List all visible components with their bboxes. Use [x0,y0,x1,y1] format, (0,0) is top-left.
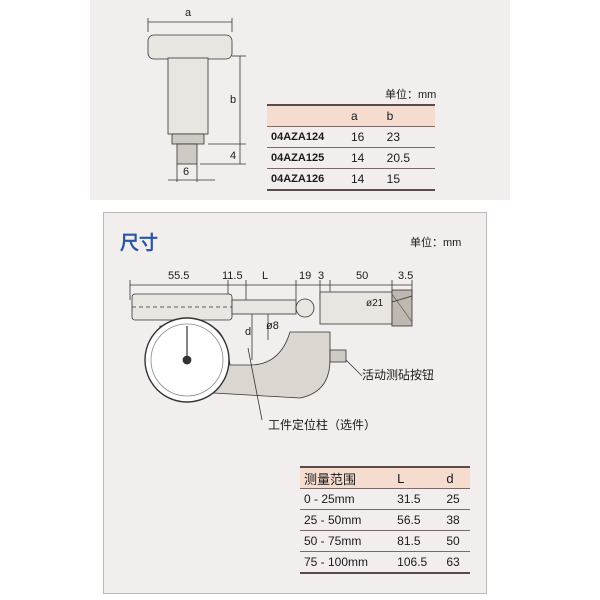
dim-phi8-label: ø8 [266,320,279,332]
value-cell: 81.5 [393,530,443,552]
value-cell: 14 [347,147,383,169]
range-cell: 25 - 50mm [300,509,394,531]
anvil-spec-table: a b 04AZA124 16 23 04AZA125 14 20.5 04AZ… [267,104,435,191]
dim-11-label: 11.5 [222,270,243,282]
dim-L-label: L [262,270,269,282]
table-row: 04AZA126 14 15 [267,168,435,191]
dim-35-label: 3.5 [398,270,414,282]
top-unit-label: 单位：mm [385,89,437,101]
value-cell: 15 [382,168,435,191]
table-row: 04AZA124 16 23 [267,126,435,148]
dim-19-label: 19 [299,270,312,282]
value-cell: 31.5 [393,488,443,510]
value-cell: 25 [442,488,470,510]
dim-phi21-label: ø21 [366,298,384,309]
header-cell: d [442,466,470,489]
value-cell: 50 [442,530,470,552]
table-row: 25 - 50mm 56.5 38 [300,509,470,531]
dim-6-label: 6 [183,166,190,178]
dim-3-label: 3 [318,270,325,282]
anvil-head [147,34,233,60]
table-header-row: a b [267,104,435,127]
anvil-tip [176,143,198,165]
value-cell: 20.5 [382,147,435,169]
range-cell: 0 - 25mm [300,488,394,510]
anvil-stem [167,57,209,135]
anvil-collar [171,133,205,145]
value-cell: 16 [347,126,383,148]
dim-4-label: 4 [230,150,237,162]
range-table: 测量范围 L d 0 - 25mm 31.5 25 25 - 50mm 56.5… [300,466,470,574]
dim-55-label: 55.5 [168,270,190,282]
dim-50-label: 50 [356,270,369,282]
model-cell: 04AZA126 [267,168,347,191]
model-cell: 04AZA125 [267,147,347,169]
header-cell [267,104,347,127]
dim-a-label: a [185,7,192,19]
range-cell: 50 - 75mm [300,530,394,552]
range-cell: 75 - 100mm [300,551,394,574]
table-row: 04AZA125 14 20.5 [267,147,435,169]
table-header-row: 测量范围 L d [300,466,470,489]
value-cell: 56.5 [393,509,443,531]
value-cell: 106.5 [393,551,443,574]
main-unit-label: 单位：mm [410,237,462,249]
value-cell: 14 [347,168,383,191]
dim-d-label: d [245,326,252,338]
button-callout: 活动测砧按钮 [362,368,435,382]
table-row: 50 - 75mm 81.5 50 [300,530,470,552]
value-cell: 23 [382,126,435,148]
header-cell: L [393,466,443,489]
table-row: 75 - 100mm 106.5 63 [300,551,470,574]
model-cell: 04AZA124 [267,126,347,148]
dim-b-label: b [230,94,237,106]
post-callout: 工件定位柱（选件） [268,418,377,432]
section-title: 尺寸 [120,233,159,254]
value-cell: 38 [442,509,470,531]
table-row: 0 - 25mm 31.5 25 [300,488,470,510]
header-cell: 测量范围 [300,466,394,489]
header-cell: a [347,104,383,127]
value-cell: 63 [442,551,470,574]
header-cell: b [382,104,435,127]
